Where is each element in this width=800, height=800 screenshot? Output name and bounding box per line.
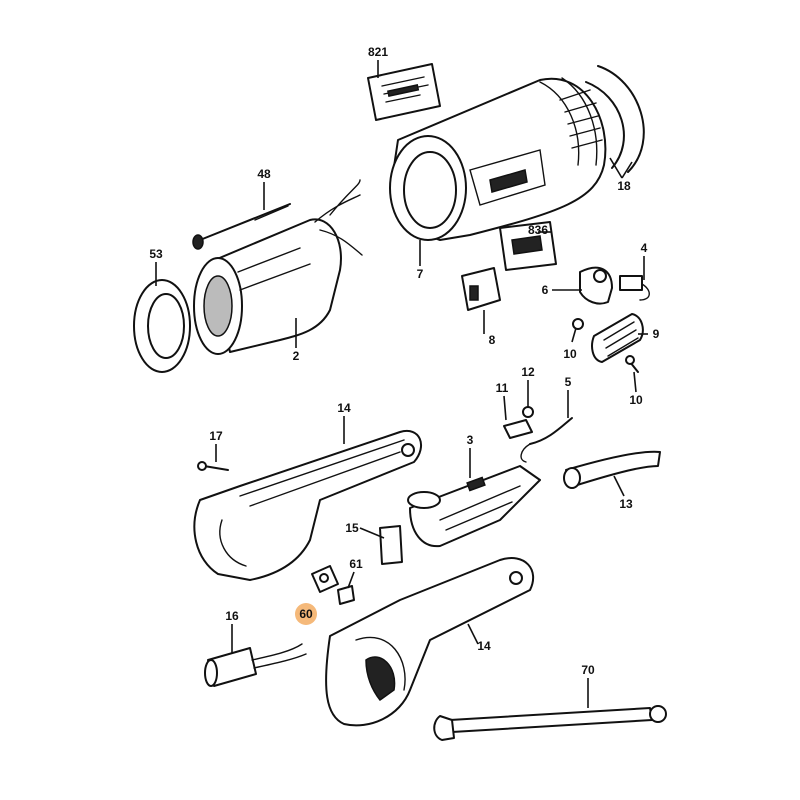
cover-9[interactable] xyxy=(591,313,644,363)
label-18: 18 xyxy=(617,179,631,193)
label-14-lower: 14 xyxy=(477,639,491,653)
label-11: 11 xyxy=(496,381,509,395)
label-2: 2 xyxy=(293,349,300,363)
label-61: 61 xyxy=(349,557,363,571)
kit-836[interactable] xyxy=(499,221,557,271)
screw-10-upper[interactable] xyxy=(572,318,584,330)
label-4: 4 xyxy=(641,241,648,255)
spring-4[interactable] xyxy=(619,275,650,301)
label-10-upper: 10 xyxy=(563,347,577,361)
part-61[interactable] xyxy=(337,585,355,605)
sleeve-13[interactable] xyxy=(563,450,661,489)
screw-12[interactable] xyxy=(522,406,534,418)
clip-11[interactable] xyxy=(503,419,533,439)
screw-17[interactable] xyxy=(197,461,229,471)
label-60[interactable]: 60 xyxy=(299,607,313,621)
brush-holder-6[interactable] xyxy=(579,266,613,305)
label-3: 3 xyxy=(467,433,474,447)
label-15: 15 xyxy=(345,521,359,535)
label-9: 9 xyxy=(653,327,660,341)
cable-5[interactable] xyxy=(520,417,573,463)
screw-48[interactable] xyxy=(192,203,291,250)
handle-housing-14-lower[interactable] xyxy=(325,557,535,727)
label-70: 70 xyxy=(581,663,595,677)
label-12: 12 xyxy=(521,365,535,379)
label-plate-821[interactable] xyxy=(367,63,441,121)
label-16: 16 xyxy=(225,609,239,623)
motor-housing-7[interactable] xyxy=(389,77,607,241)
label-17: 17 xyxy=(209,429,223,443)
plate-15[interactable] xyxy=(379,525,403,565)
label-13: 13 xyxy=(619,497,633,511)
switch-3[interactable] xyxy=(407,465,541,548)
label-7: 7 xyxy=(417,267,424,281)
label-821: 821 xyxy=(368,45,388,59)
label-53: 53 xyxy=(149,247,163,261)
capacitor-16[interactable] xyxy=(204,643,307,687)
label-836: 836 xyxy=(528,223,548,237)
part-labels: 821 48 53 2 7 18 836 8 4 6 9 10 10 11 12… xyxy=(149,45,659,677)
highlight-marker-60 xyxy=(295,603,317,625)
part-60[interactable] xyxy=(311,565,339,593)
ring-53[interactable] xyxy=(133,279,191,373)
label-10-lower: 10 xyxy=(629,393,643,407)
screw-10-lower[interactable] xyxy=(625,355,639,373)
label-8: 8 xyxy=(489,333,496,347)
spanner-70[interactable] xyxy=(433,705,667,741)
label-14-upper: 14 xyxy=(337,401,351,415)
label-48: 48 xyxy=(257,167,271,181)
label-6: 6 xyxy=(542,283,549,297)
handle-housing-14-upper[interactable] xyxy=(193,429,422,581)
leader-lines xyxy=(155,60,648,708)
label-5: 5 xyxy=(565,375,572,389)
field-coil-2[interactable] xyxy=(193,179,363,355)
brush-8[interactable] xyxy=(461,267,501,311)
